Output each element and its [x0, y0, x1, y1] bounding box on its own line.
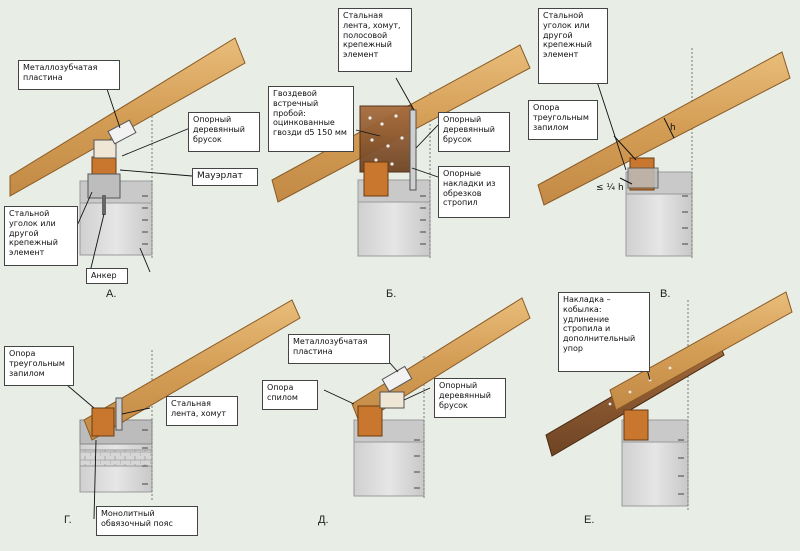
wall-ticks-g [142, 429, 148, 485]
panel-e-drawing [545, 291, 793, 510]
panel-g-drawing [79, 299, 301, 500]
label-d-wood-block: Опорный деревянный брусок [434, 378, 506, 418]
mauerlat-e [623, 409, 649, 441]
panel-d-drawing [351, 297, 531, 500]
label-b-nail-punch: Гвоздевой встречный пробой: оцинкованные… [268, 86, 354, 152]
metal-plate-d [381, 365, 413, 393]
label-d-cut-support: Опора спилом [262, 380, 318, 410]
mauerlat-d [357, 405, 383, 437]
label-a-anchor: Анкер [86, 268, 128, 284]
wall-ticks-v [682, 195, 688, 245]
rafter-a [9, 37, 246, 197]
nails-b [368, 114, 404, 166]
steel-band-b [409, 109, 417, 191]
support-block-a [93, 139, 117, 159]
steel-angle-a [87, 173, 121, 199]
panel-letter-e: Е. [584, 514, 595, 526]
wall-ticks-a [142, 195, 148, 245]
label-v-steel-angle: Стальной уголок или другой крепежный эле… [538, 8, 608, 84]
steel-angle-v [627, 167, 659, 189]
quarter-h-dim-line-v [619, 177, 633, 185]
dim-quarter-h: ≤ ¼ h [596, 183, 624, 193]
overlay-nails-e [608, 366, 672, 406]
label-b-steel-band: Стальная лента, хомут, полосовой крепежн… [338, 8, 412, 72]
label-g-monolithic-belt: Монолитный обвязочный пояс [96, 506, 198, 536]
label-d-metal-plate: Металлозубчатая пластина [288, 334, 390, 364]
label-e-overlay: Накладка – кобылка: удлинение стропила и… [558, 292, 650, 372]
support-block-d [379, 391, 405, 409]
metal-plate-a [107, 119, 137, 145]
wall-ticks-b [420, 195, 426, 245]
dim-h: h [670, 123, 676, 133]
label-a-wood-block: Опорный деревянный брусок [188, 112, 260, 152]
wall-lower-g [79, 449, 153, 467]
rafter-v [537, 51, 791, 206]
anchor-a [102, 195, 106, 215]
wall-ticks-d [414, 439, 420, 489]
wall-ticks-e [678, 439, 684, 495]
panel-a-drawing [9, 37, 246, 258]
panel-letter-v: В. [660, 288, 671, 300]
label-g-steel-band: Стальная лента, хомут [166, 396, 238, 426]
rafter-g [83, 299, 301, 441]
label-b-wood-block: Опорный деревянный брусок [438, 112, 510, 152]
label-b-support-plates: Опорные накладки из обрезков стропил [438, 166, 510, 218]
panel-letter-g: Г. [64, 514, 72, 526]
mauerlat-g [91, 407, 115, 437]
rafter-e [609, 291, 793, 411]
label-v-triangle-notch: Опора треугольным запилом [528, 100, 598, 140]
mauerlat-b [363, 161, 389, 197]
h-dim-line-v [663, 117, 675, 139]
label-a-mauerlat: Мауэрлат [192, 168, 258, 186]
panel-letter-d: Д. [318, 514, 329, 526]
panel-b-drawing [271, 44, 531, 258]
panel-letter-b: Б. [386, 288, 397, 300]
label-a-metal-plate: Металлозубчатая пластина [18, 60, 120, 90]
steel-band-g [115, 397, 123, 431]
label-a-steel-angle: Стальной уголок или другой крепежный эле… [4, 206, 78, 266]
panel-letter-a: А. [106, 288, 117, 300]
notch-pointer-v [613, 135, 637, 161]
label-g-triangle-notch: Опора треугольным запилом [4, 346, 74, 386]
panel-v-drawing: h ≤ ¼ h [537, 48, 791, 258]
